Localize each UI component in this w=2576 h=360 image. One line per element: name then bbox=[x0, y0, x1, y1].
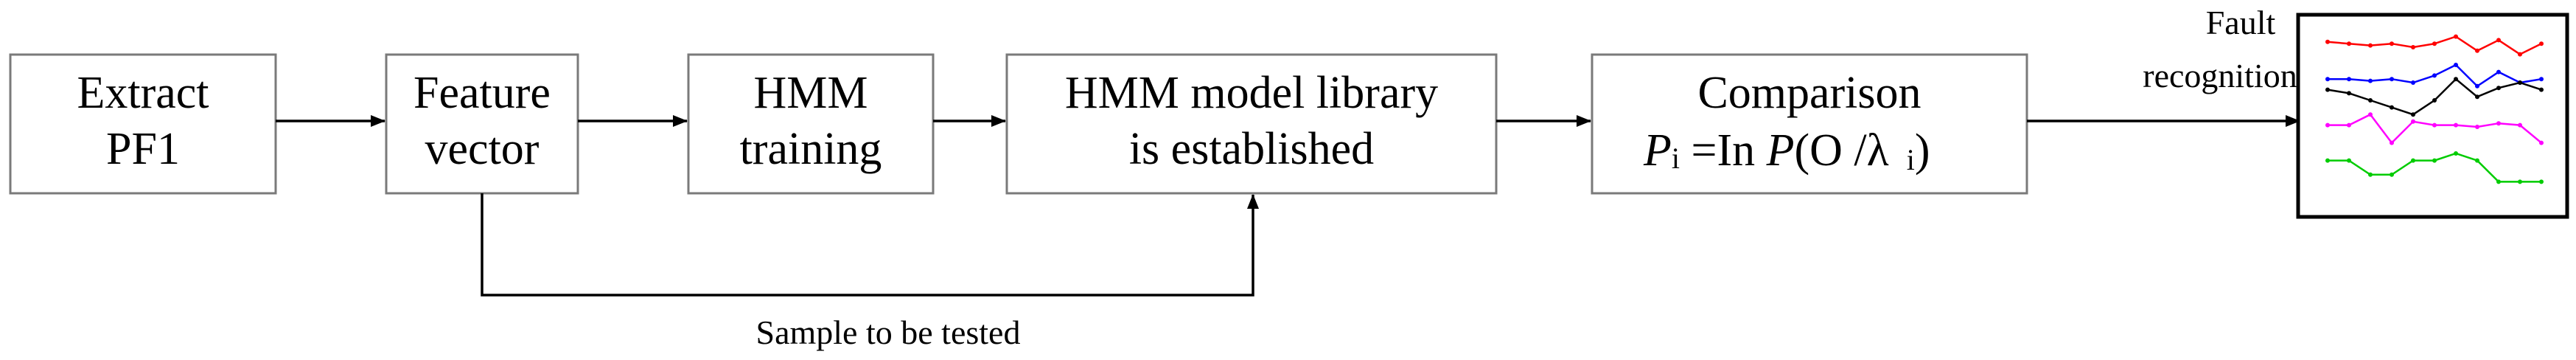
formula-close: ) bbox=[1915, 125, 1930, 176]
extract-label-line1: Extract bbox=[77, 68, 209, 118]
feature-label-line2: vector bbox=[425, 124, 540, 174]
formula-p2: P bbox=[1766, 125, 1795, 176]
thumbnail-point-1-10 bbox=[2539, 77, 2544, 82]
comparison-label-line1: Comparison bbox=[1697, 68, 1921, 118]
thumbnail-point-0-4 bbox=[2411, 45, 2415, 49]
formula-sub-i: i bbox=[1672, 142, 1680, 175]
library-label-line2: is established bbox=[1129, 124, 1374, 174]
extract-label-line2: PF1 bbox=[106, 124, 180, 174]
node-extract-pf1: Extract PF1 bbox=[9, 53, 277, 195]
thumbnail-point-3-8 bbox=[2496, 121, 2501, 126]
thumbnail-point-2-5 bbox=[2432, 98, 2437, 103]
thumbnail-point-0-3 bbox=[2390, 41, 2394, 46]
thumbnail-point-2-0 bbox=[2325, 87, 2330, 92]
node-feature-vector: Feature vector bbox=[385, 53, 579, 195]
thumbnail-point-2-7 bbox=[2475, 94, 2479, 100]
thumbnail-point-3-0 bbox=[2325, 122, 2330, 128]
thumbnail-point-2-3 bbox=[2390, 105, 2394, 110]
thumbnail-point-3-4 bbox=[2411, 119, 2415, 124]
thumbnail-point-4-2 bbox=[2368, 172, 2373, 177]
thumbnail-point-0-6 bbox=[2454, 34, 2458, 39]
thumbnail-point-2-6 bbox=[2454, 77, 2458, 82]
thumbnail-point-0-7 bbox=[2475, 48, 2479, 53]
thumbnail-point-4-8 bbox=[2496, 179, 2501, 184]
hmm-training-label-line1: HMM bbox=[753, 68, 868, 118]
node-hmm-training: HMM training bbox=[687, 53, 935, 195]
thumbnail-point-1-4 bbox=[2411, 80, 2415, 85]
thumbnail-point-1-3 bbox=[2390, 77, 2394, 82]
thumbnail-point-3-3 bbox=[2390, 140, 2394, 145]
thumbnail-point-1-1 bbox=[2347, 77, 2351, 82]
thumbnail-point-0-10 bbox=[2539, 41, 2544, 46]
formula-sub-i2: i bbox=[1907, 143, 1915, 176]
thumbnail-point-3-1 bbox=[2347, 122, 2351, 128]
thumbnail-point-0-9 bbox=[2518, 52, 2522, 57]
recognition-thumbnail bbox=[2296, 13, 2569, 219]
thumbnail-point-2-2 bbox=[2368, 98, 2373, 103]
thumbnail-point-1-2 bbox=[2368, 78, 2373, 83]
thumbnail-point-1-0 bbox=[2325, 77, 2330, 82]
thumbnail-point-1-8 bbox=[2496, 69, 2501, 75]
thumbnail-point-4-9 bbox=[2518, 179, 2522, 184]
thumbnail-series bbox=[2325, 34, 2544, 184]
thumbnail-frame bbox=[2296, 13, 2569, 219]
thumbnail-point-0-0 bbox=[2325, 39, 2330, 44]
formula-lambda: λ bbox=[1867, 125, 1889, 176]
thumbnail-point-2-4 bbox=[2411, 112, 2415, 117]
thumbnail-point-3-10 bbox=[2539, 140, 2544, 145]
thumbnail-point-4-10 bbox=[2539, 179, 2544, 184]
thumbnail-point-1-6 bbox=[2454, 63, 2458, 67]
thumbnail-point-3-2 bbox=[2368, 112, 2373, 117]
thumbnail-point-4-1 bbox=[2347, 158, 2351, 163]
thumbnail-point-3-6 bbox=[2454, 122, 2458, 128]
thumbnail-point-1-7 bbox=[2475, 83, 2479, 89]
arrow-sample-path bbox=[481, 193, 1259, 297]
thumbnail-point-0-8 bbox=[2496, 38, 2501, 43]
thumbnail-point-0-2 bbox=[2368, 43, 2373, 48]
thumbnail-point-4-4 bbox=[2411, 158, 2415, 163]
thumbnail-point-2-10 bbox=[2539, 87, 2544, 92]
fault-label-line2: recognition bbox=[2143, 57, 2297, 94]
node-hmm-model-library: HMM model library is established bbox=[1005, 53, 1498, 195]
thumbnail-point-3-7 bbox=[2475, 125, 2479, 129]
thumbnail-point-1-5 bbox=[2432, 73, 2437, 78]
thumbnail-point-4-6 bbox=[2454, 151, 2458, 156]
thumbnail-point-4-0 bbox=[2325, 158, 2330, 163]
thumbnail-point-0-5 bbox=[2432, 41, 2437, 46]
formula-p: P bbox=[1643, 125, 1672, 176]
thumbnail-point-4-7 bbox=[2475, 158, 2479, 163]
thumbnail-point-3-5 bbox=[2432, 122, 2437, 128]
thumbnail-point-2-1 bbox=[2347, 91, 2351, 96]
thumbnail-point-0-1 bbox=[2347, 41, 2351, 46]
thumbnail-point-2-9 bbox=[2518, 80, 2522, 85]
sample-label: Sample to be tested bbox=[756, 314, 1021, 351]
thumbnail-point-4-5 bbox=[2432, 158, 2437, 163]
formula-open: (O / bbox=[1795, 125, 1868, 176]
library-label-line1: HMM model library bbox=[1065, 68, 1438, 118]
fault-label-line1: Fault bbox=[2206, 4, 2276, 41]
feature-label-line1: Feature bbox=[413, 68, 551, 118]
hmm-training-label-line2: training bbox=[740, 124, 882, 174]
thumbnail-point-4-3 bbox=[2390, 172, 2394, 177]
thumbnail-point-3-9 bbox=[2518, 122, 2522, 128]
thumbnail-point-2-8 bbox=[2496, 86, 2501, 91]
formula-eq: =In bbox=[1680, 125, 1767, 176]
